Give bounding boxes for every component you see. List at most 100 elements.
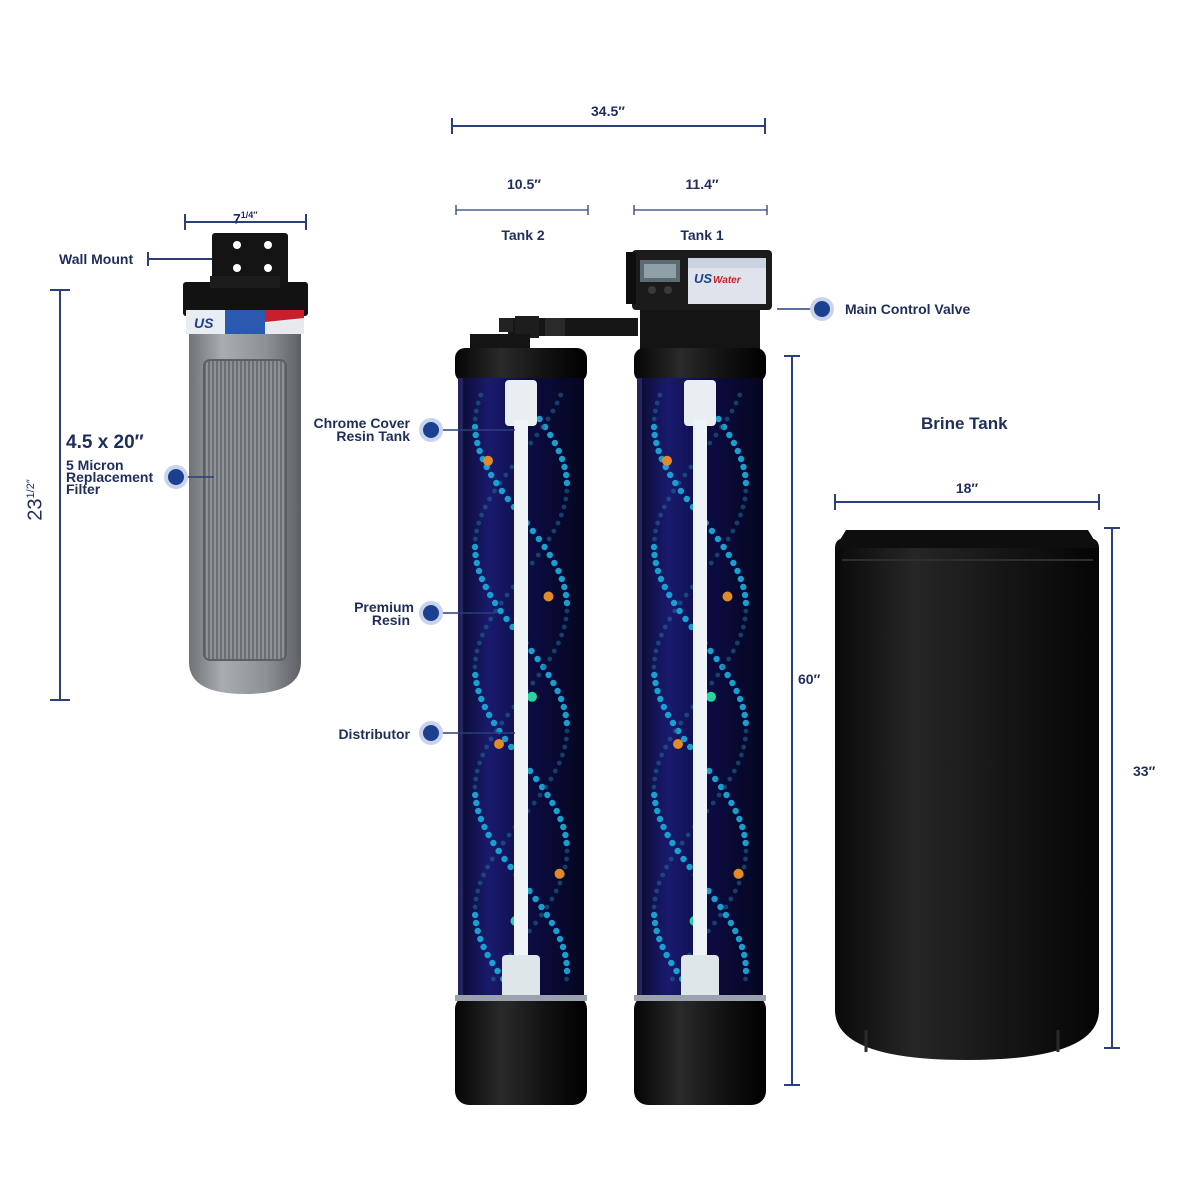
- resin-bead: [561, 504, 567, 510]
- resin-bead: [476, 520, 482, 526]
- resin-bead: [471, 423, 479, 431]
- resin-bead: [666, 496, 671, 502]
- resin-bead: [485, 864, 490, 870]
- resin-bead: [742, 471, 749, 479]
- resin-bead: [670, 976, 675, 982]
- resin-bead: [473, 799, 480, 807]
- resin-bead: [652, 408, 658, 414]
- resin-bead: [509, 464, 515, 470]
- resin-bead: [564, 848, 570, 854]
- resin-bead: [558, 455, 566, 463]
- resin-bead: [529, 560, 535, 566]
- resin-bead: [672, 479, 679, 487]
- resin-bead: [653, 439, 660, 447]
- resin-bead: [652, 776, 658, 782]
- resin-bead: [553, 888, 559, 894]
- resin-bead: [474, 768, 480, 774]
- resin-bead: [527, 928, 532, 934]
- resin-bead: [715, 415, 722, 423]
- resin-bead: [682, 472, 688, 478]
- resin-bead: [669, 839, 676, 847]
- resin-bead: [543, 784, 549, 790]
- resin-bead: [562, 591, 570, 599]
- valve-brand-sub: Water: [713, 275, 742, 286]
- resin-bead: [728, 896, 734, 902]
- resin-bead: [743, 608, 749, 614]
- resin-bead: [532, 895, 539, 903]
- resin-bead: [741, 864, 747, 870]
- resin-bead: [472, 784, 478, 790]
- resin-bead: [732, 927, 739, 935]
- chrome-cover-line-2: Resin Tank: [336, 428, 410, 444]
- resin-bead: [534, 655, 541, 663]
- resin-bead: [735, 640, 740, 646]
- resin-bead: [561, 624, 567, 630]
- resin-bead: [651, 784, 657, 790]
- resin-bead: [505, 712, 511, 718]
- resin-bead: [472, 919, 480, 927]
- resin-bead: [529, 527, 537, 535]
- resin-bead: [477, 935, 484, 943]
- resin-bead: [680, 735, 688, 743]
- resin-accent-bead: [733, 868, 744, 879]
- resin-bead: [673, 967, 680, 975]
- resin-bead: [651, 671, 658, 679]
- resin-bead: [477, 880, 483, 886]
- resin-bead: [655, 640, 661, 646]
- resin-bead: [547, 431, 554, 439]
- resin-bead: [669, 719, 677, 727]
- resin-bead: [734, 447, 741, 455]
- resin-bead: [480, 752, 486, 758]
- resin-bead: [508, 743, 515, 751]
- resin-bead: [651, 551, 658, 559]
- resin-bead: [743, 728, 749, 734]
- resin-bead: [558, 392, 564, 398]
- resin-bead: [652, 656, 657, 662]
- callout-dot-premium-resin: [419, 601, 443, 625]
- resin-bead: [545, 671, 552, 679]
- resin-bead: [563, 959, 570, 967]
- tank-1: [634, 340, 766, 1105]
- resin-bead: [564, 608, 570, 614]
- resin-bead: [481, 703, 489, 711]
- callout-dot-filter: [164, 465, 188, 489]
- resin-bead: [659, 943, 666, 951]
- resin-bead: [667, 471, 674, 479]
- resin-bead: [501, 735, 509, 743]
- resin-bead: [659, 632, 664, 638]
- resin-bead: [472, 431, 479, 439]
- resin-bead: [651, 416, 657, 422]
- resin-bead: [501, 855, 508, 863]
- resin-bead: [481, 872, 486, 878]
- resin-bead: [491, 976, 496, 982]
- resin-bead: [667, 736, 673, 742]
- resin-bead: [654, 567, 662, 575]
- resin-bead: [734, 567, 741, 575]
- filter-pleated-cartridge: [204, 360, 286, 660]
- resin-bead: [660, 703, 668, 711]
- resin-bead: [654, 888, 660, 894]
- filter-width-fraction: 1/4″: [240, 210, 258, 220]
- resin-bead: [488, 616, 494, 622]
- resin-bead: [730, 559, 737, 567]
- resin-bead: [656, 880, 662, 886]
- resin-bead: [498, 600, 504, 606]
- resin-bead: [652, 559, 659, 567]
- resin-bead: [472, 904, 478, 910]
- resin-bead: [493, 728, 499, 734]
- resin-bead: [722, 911, 730, 919]
- resin-bead: [732, 888, 738, 894]
- resin-bead: [743, 976, 748, 982]
- distributor-label: Distributor: [338, 726, 410, 742]
- valve-brand-text: US: [694, 271, 712, 286]
- resin-bead: [743, 488, 749, 494]
- resin-bead: [650, 543, 658, 551]
- resin-bead: [477, 760, 482, 766]
- resin-bead: [715, 672, 721, 678]
- resin-bead: [737, 455, 745, 463]
- resin-bead: [726, 431, 733, 439]
- resin-bead: [557, 815, 564, 823]
- resin-bead: [742, 599, 750, 607]
- resin-bead: [721, 664, 726, 670]
- resin-bead: [655, 520, 661, 526]
